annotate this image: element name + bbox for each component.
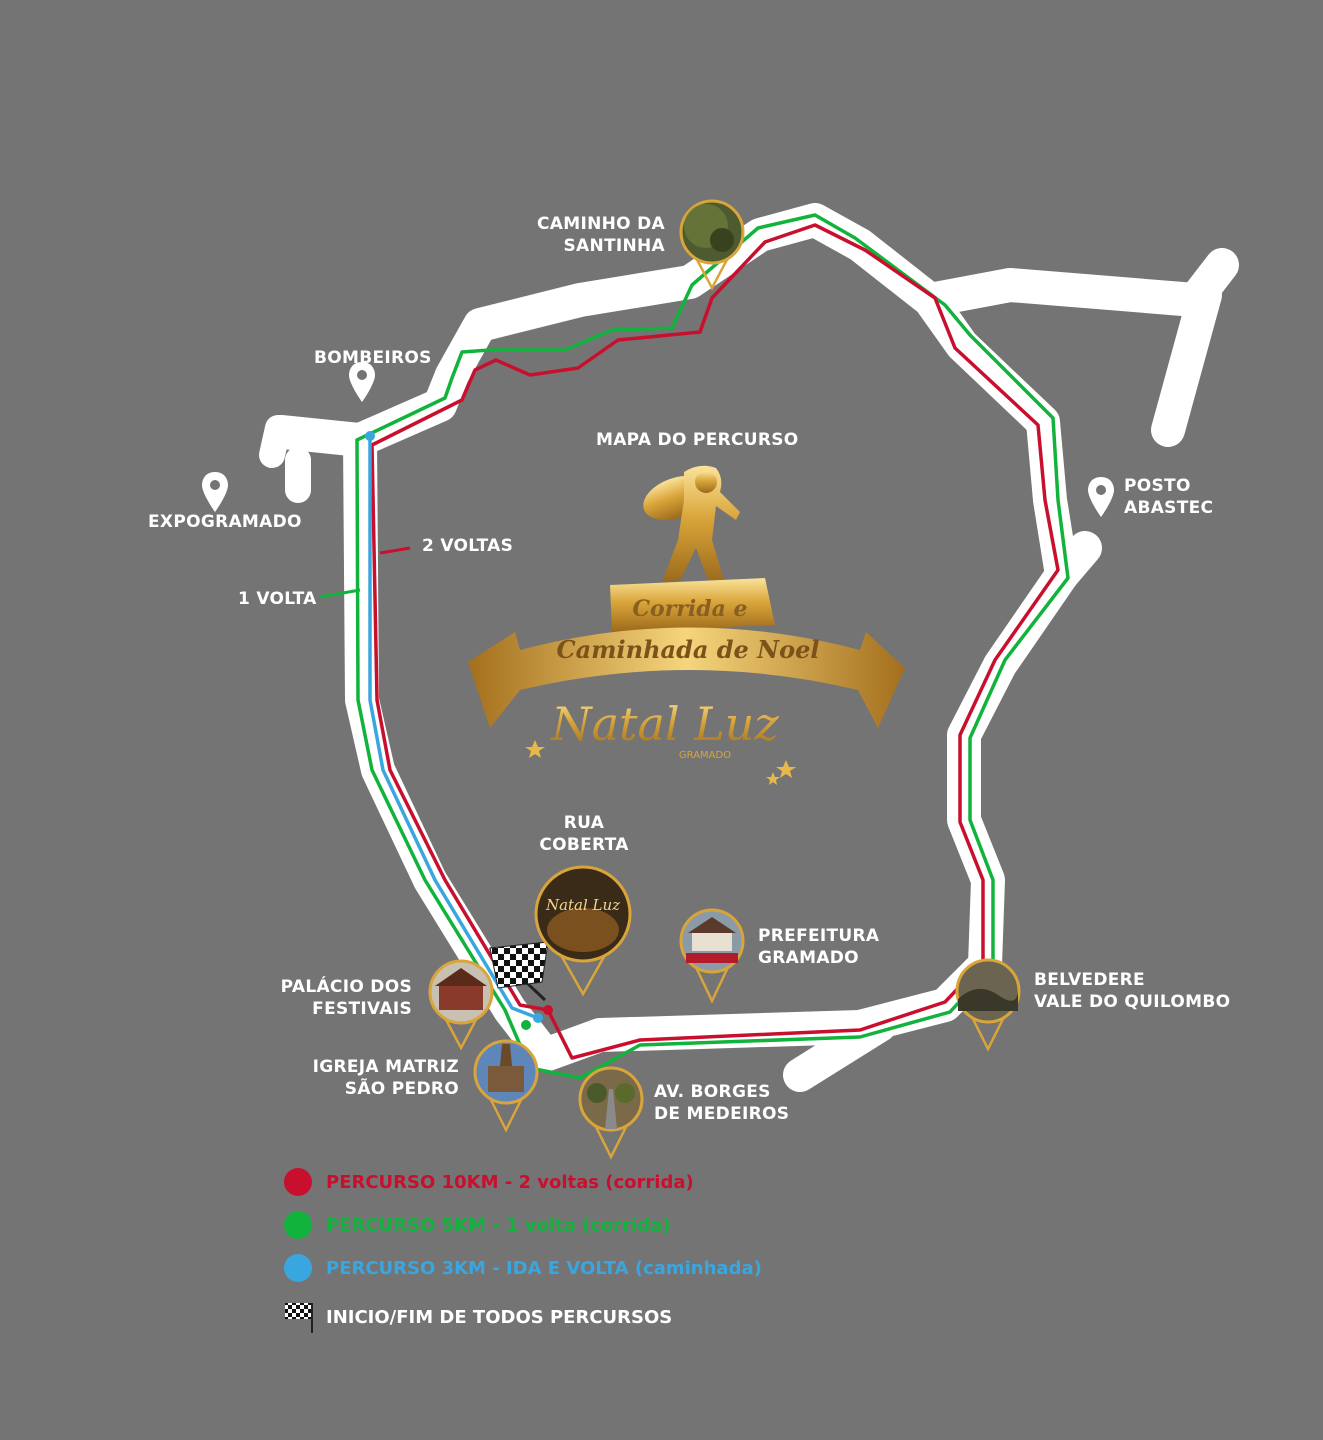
label-line: FESTIVAIS [312,999,412,1019]
route-3k-blue [368,434,540,1020]
legend-text-flag: INICIO/FIM DE TODOS PERCURSOS [326,1306,673,1328]
label-line: ABASTEC [1124,498,1214,518]
photo-pin-caminho [679,199,745,291]
label-bombeiros: BOMBEIROS [314,347,432,369]
red-dot-icon [284,1168,312,1196]
photo-pin-rua-coberta: Natal Luz [534,865,632,997]
label-line: GRAMADO [758,948,859,968]
logo-line1: Corrida e [632,596,747,622]
label-line: DE MEDEIROS [654,1104,790,1124]
logo-brand: Natal Luz [550,697,779,751]
label-line: VALE DO QUILOMBO [1034,992,1231,1012]
photo-pin-avenida [578,1066,644,1160]
label-line: EXPOGRAMADO [148,512,302,532]
label-igreja: IGREJA MATRIZ SÃO PEDRO [300,1056,459,1100]
logo-pedestal [610,578,775,632]
label-line: SANTINHA [563,236,665,256]
road-northeast-spur [913,248,1239,317]
label-prefeitura: PREFEITURA GRAMADO [758,925,879,969]
legend-text-5k: PERCURSO 5KM - 1 volta (corrida) [326,1214,671,1236]
legend-item-5k: PERCURSO 5KM - 1 volta (corrida) [284,1210,804,1240]
road-northeast-drop [1151,278,1222,447]
label-line: IGREJA MATRIZ [312,1057,459,1077]
svg-text:Natal Luz: Natal Luz [545,896,620,914]
legend-item-flag: INICIO/FIM DE TODOS PERCURSOS [284,1302,804,1333]
photo-pin-igreja [473,1039,539,1133]
checkered-flag-icon [285,1303,313,1333]
label-line: CAMINHO DA [537,214,665,234]
label-line: COBERTA [539,835,629,855]
start-finish-flag [488,941,549,1002]
label-line: SÃO PEDRO [344,1079,459,1099]
logo-banner [468,627,905,728]
legend-text-3k: PERCURSO 3KM - IDA E VOLTA (caminhada) [326,1257,762,1279]
label-expogramado: EXPOGRAMADO [148,511,302,533]
pin-icons [202,362,1114,517]
pin-icon-expogramado [202,472,228,512]
legend-item-10k: PERCURSO 10KM - 2 voltas (corrida) [284,1167,804,1197]
title-mapa-percurso: MAPA DO PERCURSO [596,430,799,450]
label-line: PALÁCIO DOS [280,977,412,997]
legend-text-10k: PERCURSO 10KM - 2 voltas (corrida) [326,1171,694,1193]
label-belvedere: BELVEDERE VALE DO QUILOMBO [1034,969,1230,1013]
label-2-voltas: 2 VOLTAS [422,536,514,556]
label-line: BELVEDERE [1034,970,1145,990]
legend-item-3k: PERCURSO 3KM - IDA E VOLTA (caminhada) [284,1253,804,1283]
blue-dot-icon [284,1254,312,1282]
leader-lines [319,546,411,599]
pin-icon-posto [1088,477,1114,517]
label-line: AV. BORGES [654,1082,771,1102]
logo-brand-sub: GRAMADO [679,750,731,761]
road-stubs [259,415,311,503]
noel-silhouette-icon [643,465,740,582]
label-palacio: PALÁCIO DOS FESTIVAIS [262,976,412,1020]
route-10k-red [370,223,1060,1060]
green-dot-icon [284,1211,312,1239]
road-west-spur [265,415,377,457]
logo-line2: Caminhada de Noel [556,635,819,664]
road-main-loop [343,203,1079,1072]
route-markers [365,431,553,1030]
label-rua-coberta: RUA COBERTA [524,812,644,856]
pin-icon-bombeiros [349,362,375,402]
photo-markers: Natal Luz [428,199,1021,1160]
label-line: BOMBEIROS [314,348,432,368]
photo-pin-palacio [428,959,494,1051]
label-1-volta: 1 VOLTA [238,589,317,609]
label-line: POSTO [1124,476,1191,496]
label-line: RUA [563,813,605,833]
label-line: PREFEITURA [758,926,880,946]
event-logo: Corrida e Caminhada de Noel Natal Luz GR… [468,465,905,785]
label-avenida: AV. BORGES DE MEDEIROS [654,1081,789,1125]
label-posto-abastec: POSTO ABASTEC [1124,475,1213,519]
photo-pin-belvedere [955,958,1021,1052]
label-caminho-santinha: CAMINHO DA SANTINHA [520,213,665,257]
photo-pin-prefeitura [679,908,745,1004]
star-icons [525,740,796,785]
